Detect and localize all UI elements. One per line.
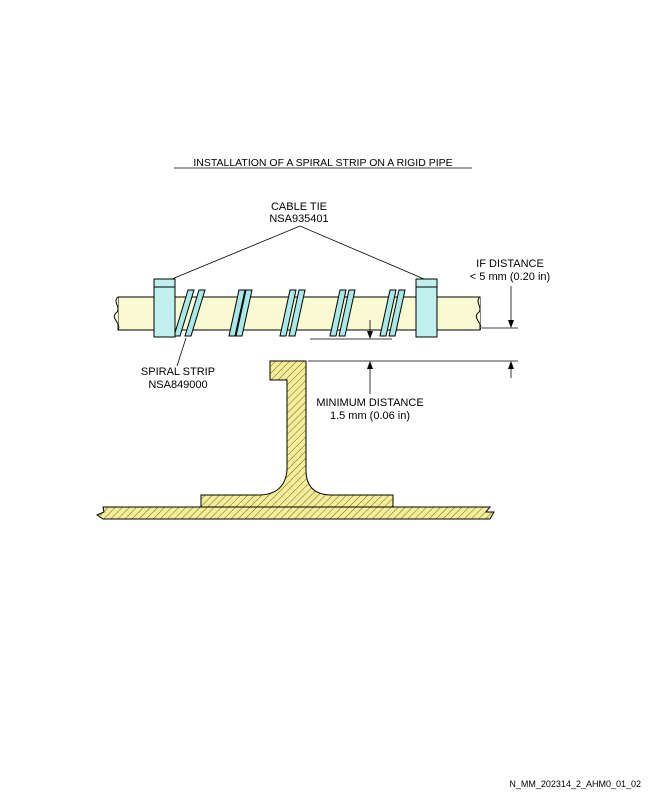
- figure-reference: N_MM_202314_2_AHM0_01_02: [509, 779, 641, 789]
- diagram-title: INSTALLATION OF A SPIRAL STRIP ON A RIGI…: [193, 157, 452, 169]
- structure-profile: [200, 360, 394, 508]
- minimum-distance-dimension: [308, 320, 500, 394]
- cable-tie-right: [415, 278, 438, 338]
- cable-tie-label: CABLE TIE: [271, 201, 327, 213]
- minimum-distance-value: 1.5 mm (0.06 in): [330, 410, 410, 422]
- cable-tie-left: [153, 278, 176, 338]
- spiral-strip-label: SPIRAL STRIP: [141, 366, 215, 378]
- if-distance-label: IF DISTANCE: [476, 258, 544, 270]
- cable-tie-leader-lines: [171, 225, 425, 280]
- coil-5: [379, 289, 406, 337]
- coil-1: [173, 289, 206, 337]
- coil-4: [329, 289, 356, 337]
- minimum-distance-label: MINIMUM DISTANCE: [316, 397, 423, 409]
- base-plate: [95, 506, 495, 520]
- cable-tie-part-number: NSA935401: [269, 213, 328, 225]
- down-arrow-icon: [367, 331, 373, 339]
- coil-2: [228, 289, 253, 337]
- spiral-strip-coils: [173, 289, 406, 337]
- coil-3: [279, 289, 306, 337]
- if-distance-dimension: [482, 286, 518, 378]
- if-distance-value: < 5 mm (0.20 in): [470, 271, 550, 283]
- down-arrow-icon: [508, 320, 514, 328]
- spiral-strip-part-number: NSA849000: [148, 379, 207, 391]
- spiral-strip-leader-line: [176, 337, 187, 367]
- up-arrow-icon: [367, 361, 373, 369]
- up-arrow-icon: [508, 361, 514, 369]
